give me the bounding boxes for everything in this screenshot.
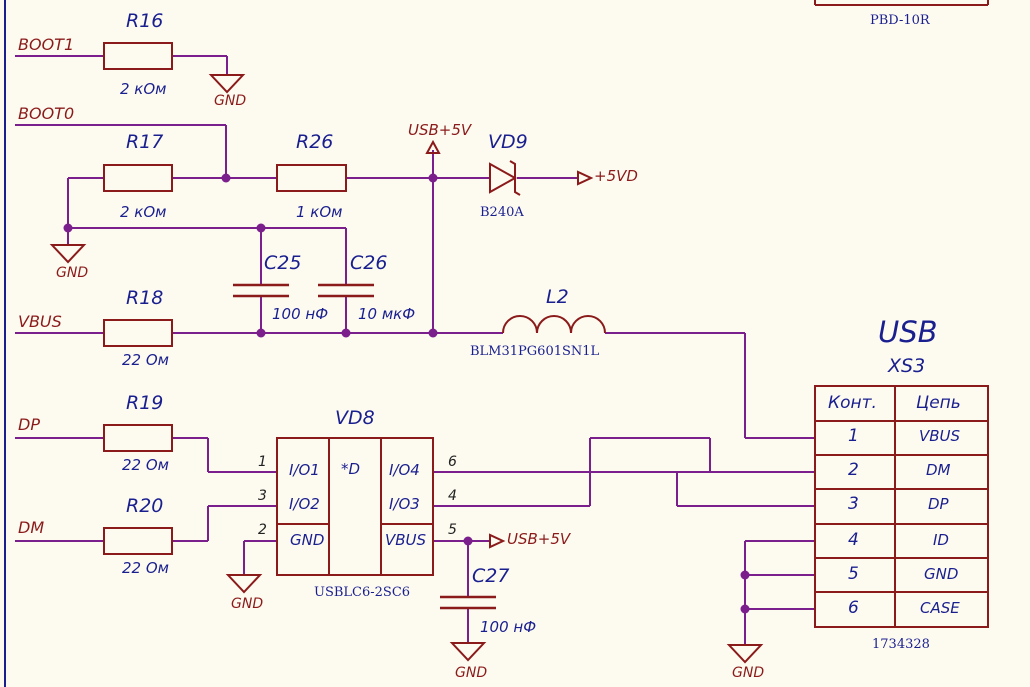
top-connector-fragment xyxy=(814,0,989,6)
net-label-dm: DM xyxy=(18,518,45,537)
gnd-icon xyxy=(449,642,487,662)
r19-body xyxy=(103,424,173,452)
r19-ref: R19 xyxy=(126,392,164,414)
vd8-pin-name: I/O1 xyxy=(289,461,320,479)
power-arrows xyxy=(425,139,594,549)
c27-value: 100 нФ xyxy=(480,618,537,636)
gnd-icon xyxy=(49,244,87,264)
connector-pin-num: 4 xyxy=(848,530,859,550)
gnd-icon xyxy=(225,574,263,594)
r17-value: 2 кОм xyxy=(120,203,167,221)
r26-ref: R26 xyxy=(296,131,334,153)
connector-pin-num: 3 xyxy=(848,494,859,514)
connector-pin-net: DP xyxy=(928,495,949,513)
diode-vd9-symbol xyxy=(489,160,521,196)
l2-ref: L2 xyxy=(546,286,569,308)
connector-pin-num: 6 xyxy=(848,598,859,618)
c26-value: 10 мкФ xyxy=(358,305,416,323)
vd8-center-label: *D xyxy=(341,460,361,478)
net-label-vbus: VBUS xyxy=(18,312,62,331)
vd8-pin-name: GND xyxy=(290,531,325,549)
net-label-dp: DP xyxy=(18,415,40,434)
connector-pin-net: CASE xyxy=(920,599,960,617)
connector-pin-num: 1 xyxy=(848,426,859,446)
c25-value: 100 нФ xyxy=(272,305,329,323)
r18-value: 22 Ом xyxy=(122,351,169,369)
vd9-ref: VD9 xyxy=(488,131,528,153)
r18-ref: R18 xyxy=(126,287,164,309)
connector-pin-num: 5 xyxy=(848,564,859,584)
vd8-pin-name: I/O4 xyxy=(389,461,420,479)
power-up-arrow-icon xyxy=(425,139,441,154)
r19-value: 22 Ом xyxy=(122,456,169,474)
top-part-label: PBD-10R xyxy=(870,13,930,28)
vd8-pin-name: VBUS xyxy=(385,531,427,549)
c26-ref: C26 xyxy=(350,252,388,274)
r20-ref: R20 xyxy=(126,495,164,517)
r16-ref: R16 xyxy=(126,10,164,32)
gnd-label: GND xyxy=(56,265,89,281)
c25-ref: C25 xyxy=(264,252,302,274)
usb5v-label-top: USB+5V xyxy=(408,121,472,139)
power-right-arrow-icon xyxy=(577,170,594,186)
connector-title: USB xyxy=(878,315,938,349)
gnd-label: GND xyxy=(214,93,247,109)
connector-pin-net: GND xyxy=(924,565,959,583)
vd8-pin-num: 4 xyxy=(448,488,457,504)
connector-header-net: Цепь xyxy=(916,393,961,413)
vd8-pin-name: I/O3 xyxy=(389,495,420,513)
r16-value: 2 кОм xyxy=(120,80,167,98)
r20-value: 22 Ом xyxy=(122,559,169,577)
connector-part: 1734328 xyxy=(872,637,930,652)
vd8-pin-num: 3 xyxy=(258,488,267,504)
r20-body xyxy=(103,527,173,555)
gnd-icon xyxy=(726,644,764,664)
gnd-label: GND xyxy=(231,596,264,612)
vd9-part: B240A xyxy=(480,205,524,220)
connector-table xyxy=(814,385,989,628)
wires xyxy=(15,55,815,645)
junctions xyxy=(63,173,750,614)
resistor-bodies xyxy=(103,42,347,555)
l2-part: BLM31PG601SN1L xyxy=(470,344,600,359)
usb5v-label-bottom: USB+5V xyxy=(507,530,571,548)
gnd-symbols xyxy=(49,74,764,664)
gnd-label: GND xyxy=(732,665,765,681)
connector-ref: XS3 xyxy=(888,355,926,377)
power-right-arrow-icon xyxy=(489,533,506,549)
connector-pin-net: DM xyxy=(926,461,951,479)
r17-body xyxy=(103,164,173,192)
vd8-pin-num: 2 xyxy=(258,522,267,538)
vd8-pin-num: 1 xyxy=(258,454,267,470)
net-label-boot0: BOOT0 xyxy=(18,104,75,123)
r26-body xyxy=(276,164,347,192)
gnd-label: GND xyxy=(455,665,488,681)
inductor-l2-symbol xyxy=(502,315,606,334)
vd8-pin-num: 5 xyxy=(448,522,457,538)
r18-body xyxy=(103,319,173,347)
plus5vd-label: +5VD xyxy=(594,167,638,185)
r26-value: 1 кОм xyxy=(296,203,343,221)
c27-ref: C27 xyxy=(472,565,510,587)
vd8-pin-name: I/O2 xyxy=(289,495,320,513)
connector-pin-net: ID xyxy=(933,531,949,549)
net-label-boot1: BOOT1 xyxy=(18,35,75,54)
vd8-pin-num: 6 xyxy=(448,454,457,470)
r16-body xyxy=(103,42,173,70)
r17-ref: R17 xyxy=(126,131,164,153)
vd8-ref: VD8 xyxy=(335,407,375,429)
capacitor-plates xyxy=(233,283,496,610)
connector-header-contact: Конт. xyxy=(828,393,877,413)
gnd-icon xyxy=(208,74,246,94)
vd8-part: USBLC6-2SC6 xyxy=(314,585,411,600)
connector-pin-num: 2 xyxy=(848,460,859,480)
connector-pin-net: VBUS xyxy=(919,427,961,445)
vd8-body xyxy=(276,437,434,576)
